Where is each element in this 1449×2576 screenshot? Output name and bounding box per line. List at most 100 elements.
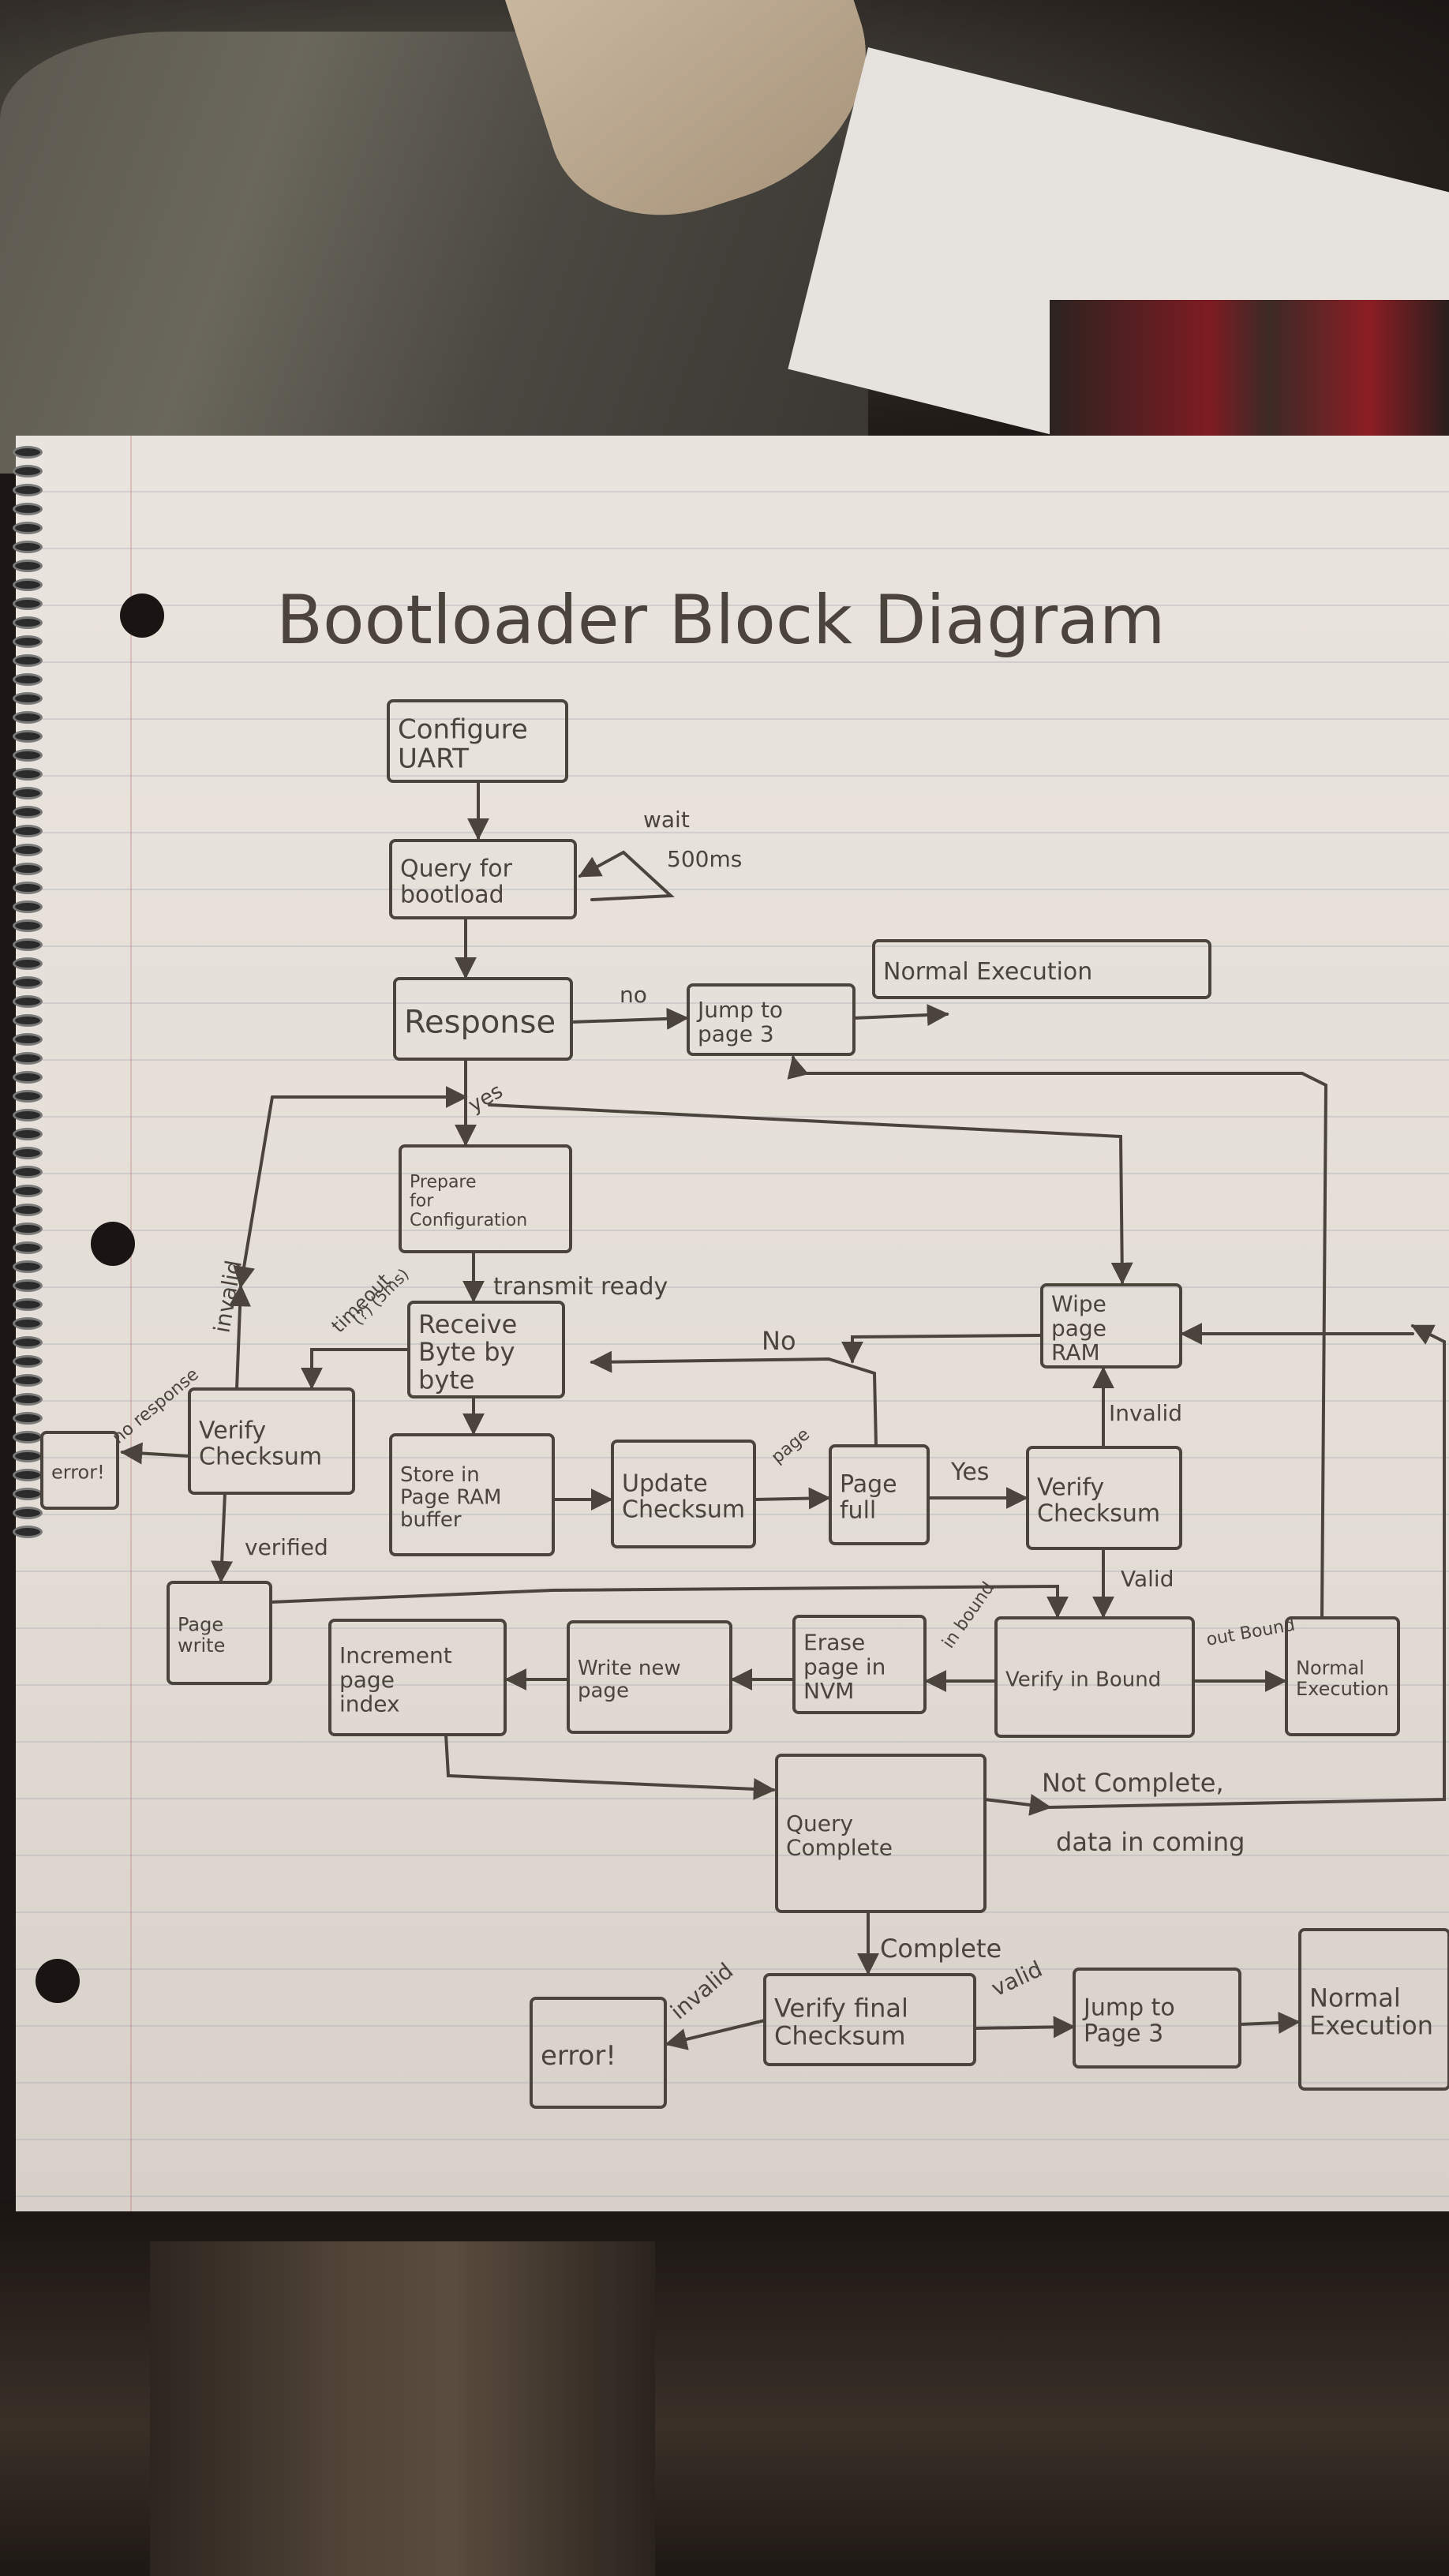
spiral-coil [13, 692, 43, 705]
ruled-lines [16, 436, 1449, 2211]
spiral-coil [13, 1185, 43, 1197]
spiral-coil [13, 919, 43, 932]
edge-arrow [665, 2019, 766, 2050]
edge-label-wait-time: 500ms [667, 846, 742, 872]
spiral-coil [13, 1279, 43, 1292]
edge-label-transmit-ready: transmit ready [493, 1273, 668, 1301]
spiral-coil [13, 1374, 43, 1387]
spiral-coil [13, 957, 43, 970]
node-label: Jump to [696, 997, 783, 1023]
edge-arrow [301, 1348, 410, 1390]
node-box [763, 1973, 976, 2066]
node-label: Checksum [1037, 1500, 1160, 1528]
node-label: Verify [199, 1417, 266, 1445]
spiral-coil [13, 768, 43, 781]
edge-arrow [211, 1492, 234, 1583]
spiral-coil [13, 1090, 43, 1103]
edge-arrow [444, 1733, 776, 1800]
punch-hole [91, 1222, 135, 1266]
edge-label-invalid-right: Invalid [1109, 1400, 1182, 1426]
node-label: page [1051, 1315, 1106, 1341]
edge-label-complete: Complete [880, 1934, 1002, 1964]
node-label: Page [178, 1613, 223, 1635]
node-box [389, 1433, 555, 1556]
spiral-coil [13, 844, 43, 856]
edge-label-yes-page-full: Yes [950, 1458, 989, 1486]
node-label: Execution [1309, 2011, 1433, 2041]
node-box [611, 1440, 756, 1548]
node-label: Response [404, 1005, 556, 1041]
notebook-page [16, 436, 1449, 2211]
spiral-coil [13, 1109, 43, 1121]
spiral-coil [13, 1166, 43, 1178]
node-label: for [410, 1192, 434, 1211]
edge-label-no: no [620, 982, 647, 1008]
spiral-coil [13, 1507, 43, 1519]
node-label: full [840, 1497, 876, 1525]
edge-arrow [841, 1334, 1042, 1364]
spiral-binding [8, 446, 47, 1551]
node-label: Configuration [410, 1211, 527, 1230]
edge-arrow [973, 2016, 1076, 2039]
node-verify-in-bound: Verify in Bound [994, 1616, 1195, 1738]
spiral-coil [13, 1241, 43, 1254]
edge-arrow [1048, 1324, 1446, 1809]
node-label: error! [51, 1462, 105, 1484]
node-box [328, 1619, 507, 1736]
spiral-coil [13, 1355, 43, 1368]
edge-label-in-bound: in bound [938, 1578, 998, 1652]
node-box [1026, 1446, 1182, 1550]
spiral-coil [13, 1298, 43, 1311]
node-label: Page [840, 1471, 897, 1499]
edge-label-page: page [768, 1425, 814, 1467]
edge-arrow [753, 1487, 831, 1510]
spiral-coil [13, 938, 43, 951]
node-error-left: error! [40, 1431, 119, 1510]
node-label: Erase [803, 1630, 865, 1656]
node-label: Normal [1296, 1657, 1365, 1679]
edge-label-no-page-full: No [762, 1326, 796, 1356]
node-box [188, 1387, 355, 1495]
node-label: Checksum [622, 1496, 745, 1524]
spiral-coil [13, 1526, 43, 1538]
spiral-coil [13, 730, 43, 743]
edge-label-data-incoming: data in coming [1056, 1827, 1245, 1857]
node-label: Update [622, 1470, 708, 1498]
spiral-coil [13, 1147, 43, 1159]
node-label: Write new [578, 1657, 681, 1680]
node-box [167, 1581, 272, 1685]
node-error-bottom: error! [530, 1997, 667, 2109]
spiral-coil [13, 503, 43, 515]
node-box [40, 1431, 119, 1510]
spiral-coil [13, 749, 43, 762]
spiral-coil [13, 446, 43, 459]
punch-hole [120, 593, 164, 638]
node-box [389, 839, 577, 919]
node-box [407, 1301, 565, 1398]
edge-label-verified: verified [245, 1534, 328, 1560]
edge-arrow [590, 1350, 878, 1447]
node-label: Checksum [774, 2021, 906, 2051]
node-label: page [339, 1667, 395, 1693]
node-box [399, 1144, 572, 1253]
node-label: buffer [400, 1508, 462, 1532]
node-label: page 3 [698, 1021, 774, 1047]
background-fabric-seam [150, 2241, 655, 2576]
node-label: Complete [786, 1835, 893, 1861]
spiral-coil [13, 1014, 43, 1027]
node-box [1298, 1928, 1449, 2091]
node-box [994, 1616, 1195, 1738]
edge-arrow [570, 1007, 689, 1030]
node-label: Jump to [1082, 1994, 1175, 2022]
